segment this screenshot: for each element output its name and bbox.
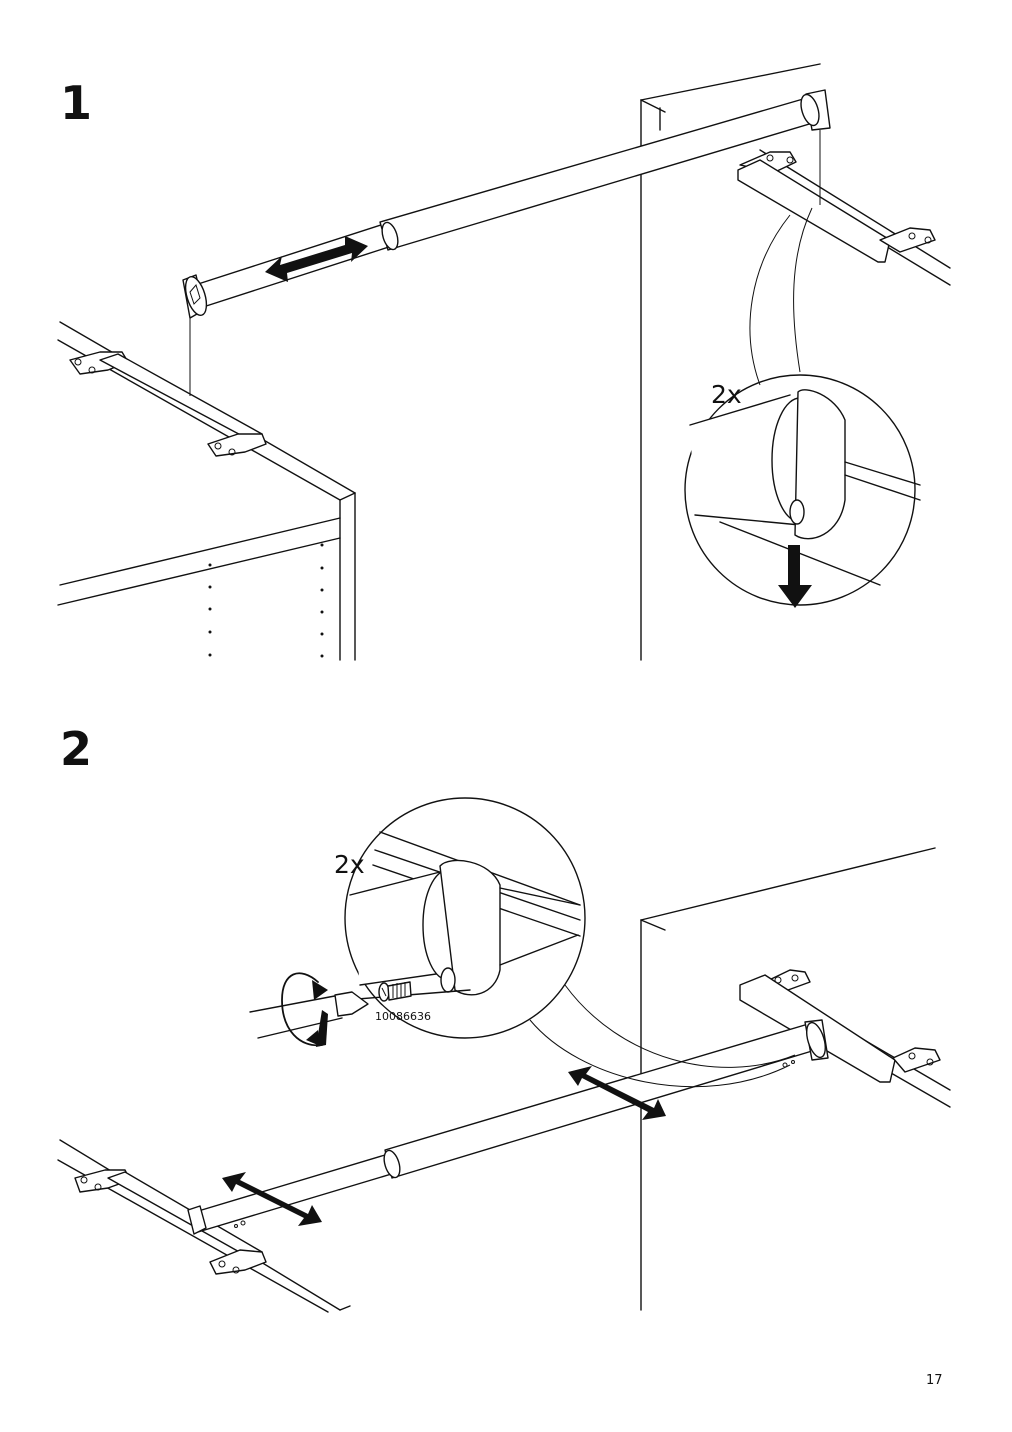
step-1-quantity: 2x [711, 380, 742, 409]
down-arrow-icon [778, 545, 812, 608]
screw-icon [378, 981, 412, 1002]
double-arrow-icon [222, 1172, 322, 1226]
bracket-icon [739, 969, 941, 1083]
step-1-number: 1 [60, 76, 93, 130]
page-number: 17 [926, 1373, 943, 1388]
screwdriver-icon [249, 991, 369, 1039]
screw-part-number: 10086636 [375, 1010, 431, 1023]
double-arrow-icon [568, 1066, 666, 1120]
step-2-number: 2 [60, 722, 93, 776]
step-2-quantity: 2x [334, 850, 365, 879]
bracket-icon [74, 1169, 267, 1275]
bracket-icon [69, 351, 267, 457]
step-1-illustration [57, 63, 951, 661]
bracket-icon [737, 151, 936, 263]
detail-circle-icon [684, 207, 921, 606]
detail-circle-icon [344, 797, 796, 1088]
double-arrow-icon [265, 236, 368, 282]
rotate-arrow-icon [281, 972, 328, 1047]
telescopic-rail-icon [187, 1019, 829, 1235]
